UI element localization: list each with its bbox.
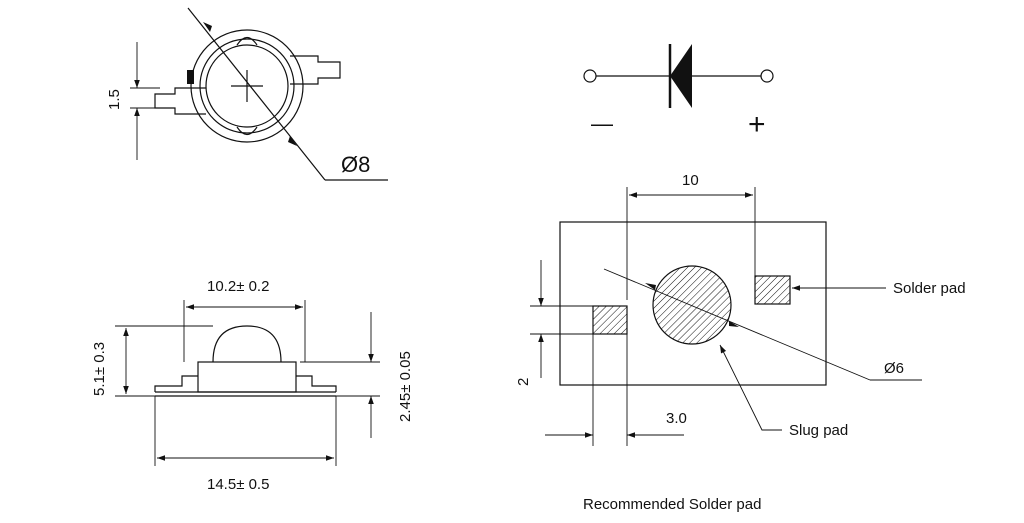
- dim-pad-spacing-label: 10: [682, 172, 699, 189]
- dim-height-label: 1.5: [106, 89, 123, 110]
- dim-lens-width-label: 10.2± 0.2: [207, 278, 269, 295]
- slug-pad-label: Slug pad: [789, 422, 848, 439]
- pcb-outline: [559, 221, 827, 386]
- anode-plus-sign: +: [748, 108, 766, 141]
- led-side-view: 10.2± 0.2 5.1± 0.3 2.45± 0.05 14.5± 0.5: [91, 278, 414, 493]
- dim-body-height-label: 2.45± 0.05: [397, 351, 414, 422]
- led-top-view: 1.5 Ø8: [106, 7, 388, 181]
- dim-pad-height-label: 2: [515, 378, 532, 386]
- dim-pad-offset-label: 3.0: [666, 410, 687, 427]
- left-solder-pad: [592, 305, 628, 335]
- solder-pad-label: Solder pad: [893, 280, 966, 297]
- cathode-terminal: [583, 69, 597, 83]
- dim-slug-diameter-label: Ø6: [884, 360, 904, 377]
- diode-symbol: — +: [583, 44, 774, 141]
- polarity-mark: [187, 70, 194, 84]
- dim-total-height-label: 5.1± 0.3: [91, 342, 108, 396]
- right-solder-pad: [754, 275, 791, 305]
- solder-pad-layout: 10 2 3.0 Ø6 Solder pad Slug pad Recommen…: [515, 172, 966, 513]
- dim-total-length-label: 14.5± 0.5: [207, 476, 269, 493]
- dim-diameter-label: Ø8: [341, 152, 370, 177]
- solder-pad-caption: Recommended Solder pad: [583, 496, 761, 513]
- slug-pad: [652, 265, 732, 345]
- anode-terminal: [760, 69, 774, 83]
- cathode-minus-sign: —: [591, 111, 613, 136]
